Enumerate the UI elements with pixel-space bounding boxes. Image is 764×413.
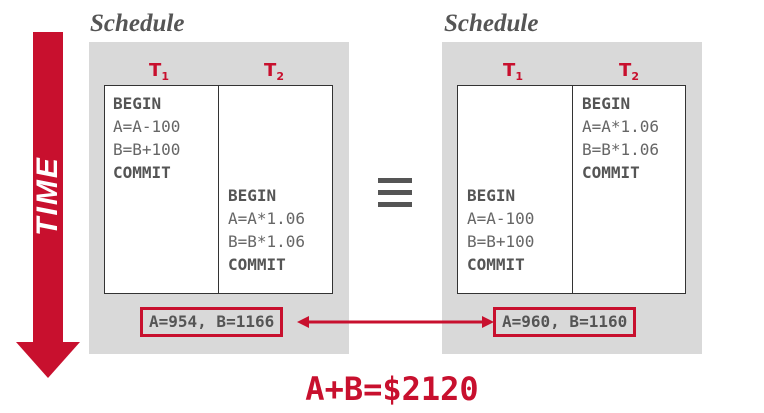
op-line: A=A*1.06 [228,209,306,228]
schedule-table-right: BEGIN A=A-100 B=B+100 COMMIT BEGIN A=A*1… [457,85,686,294]
op-begin: BEGIN [582,94,631,113]
t1-ops-right: BEGIN A=A-100 B=B+100 COMMIT [467,184,534,276]
equivalence-icon [378,178,412,214]
sum-label: A+B=$2120 [305,370,479,408]
op-begin: BEGIN [228,186,277,205]
op-line: B=B*1.06 [582,140,660,159]
t2-ops-left: BEGIN A=A*1.06 B=B*1.06 COMMIT [228,184,305,276]
schedule-title-left: Schedule [90,10,185,37]
op-line: A=A*1.06 [582,117,660,136]
op-commit: COMMIT [582,163,640,182]
op-line: B=B+100 [113,140,181,159]
t2-ops-right: BEGIN A=A*1.06 B=B*1.06 COMMIT [582,92,659,184]
t1-ops-left: BEGIN A=A-100 B=B+100 COMMIT [113,92,180,184]
schedule-table-left: BEGIN A=A-100 B=B+100 COMMIT BEGIN A=A*1… [104,85,333,294]
op-line: B=B*1.06 [228,232,306,251]
op-line: A=A-100 [113,117,181,136]
column-divider [218,86,219,293]
t1-header-right: T1 [503,60,523,83]
op-commit: COMMIT [467,255,525,274]
op-commit: COMMIT [228,255,286,274]
t1-header-left: T1 [149,60,169,83]
time-arrow [16,32,80,378]
op-commit: COMMIT [113,163,171,182]
schedule-title-right: Schedule [444,10,539,37]
op-begin: BEGIN [113,94,162,113]
op-begin: BEGIN [467,186,516,205]
result-box-right: A=960, B=1160 [493,307,637,337]
t2-header-right: T2 [619,60,639,83]
column-divider [572,86,573,293]
op-line: B=B+100 [467,232,535,251]
t2-header-left: T2 [264,60,284,83]
op-line: A=A-100 [467,209,535,228]
result-box-left: A=954, B=1166 [140,307,284,337]
